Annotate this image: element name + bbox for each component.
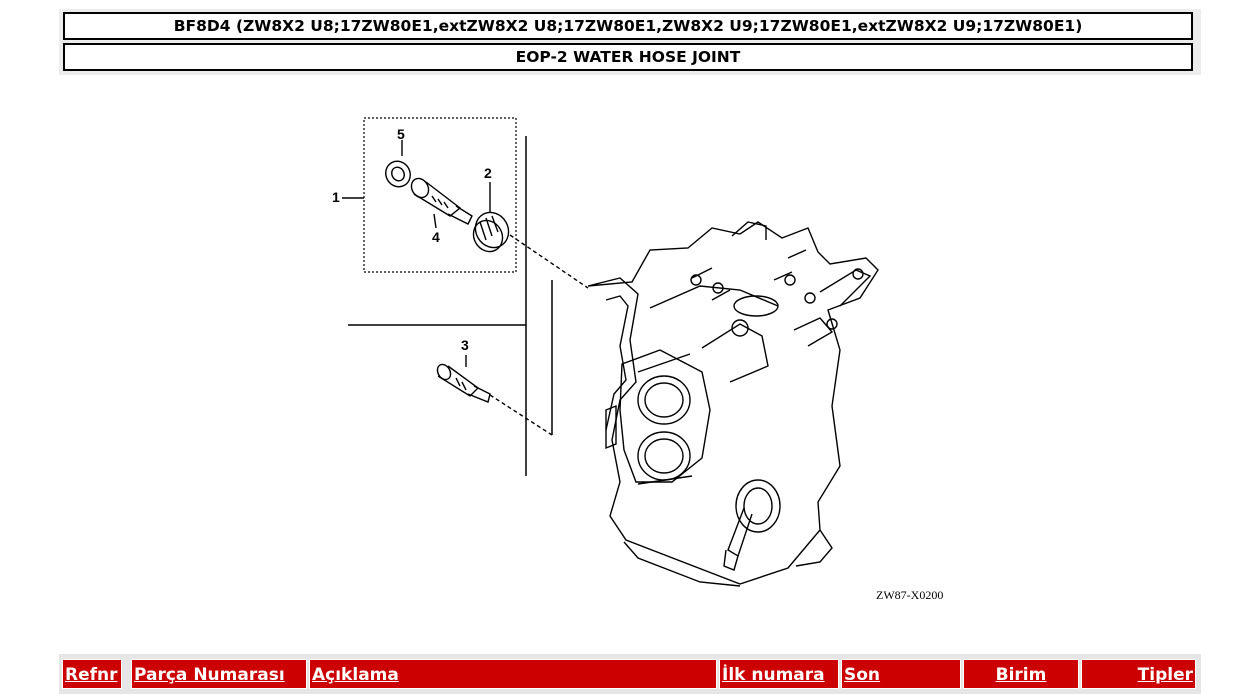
cylinder-block-drawing (587, 221, 879, 587)
inset-box (363, 117, 517, 273)
section-title: EOP-2 WATER HOSE JOINT (63, 43, 1193, 71)
callout-label: 3 (461, 337, 469, 353)
callout-label: 1 (332, 189, 340, 205)
column-header-types[interactable]: Tipler (1081, 659, 1196, 689)
joint-nut-part (472, 211, 510, 253)
parts-diagram: 1 2 3 4 5 ZW87-X0200 (320, 110, 980, 610)
parts-table-header: Refnr Parça Numarası Açıklama İlk numara… (59, 654, 1201, 694)
callout-label: 4 (432, 229, 440, 245)
leader-line (509, 234, 589, 289)
water-joint-part (410, 177, 473, 225)
figure-code: ZW87-X0200 (876, 588, 943, 602)
model-title: BF8D4 (ZW8X2 U8;17ZW80E1,extZW8X2 U8;17Z… (63, 12, 1193, 40)
callout-label: 2 (484, 165, 492, 181)
hose-fitting-part (436, 363, 491, 403)
column-header-first-serial[interactable]: İlk numara (719, 659, 839, 689)
exploded-view-drawing: 1 2 3 4 5 ZW87-X0200 (332, 117, 943, 602)
column-header-description[interactable]: Açıklama (309, 659, 717, 689)
column-header-refnr[interactable]: Refnr (62, 659, 122, 689)
seal-ring-part (385, 160, 411, 188)
column-header-last-serial[interactable]: Son (841, 659, 961, 689)
column-header-part-number[interactable]: Parça Numarası (131, 659, 307, 689)
page-header: BF8D4 (ZW8X2 U8;17ZW80E1,extZW8X2 U8;17Z… (59, 9, 1201, 75)
leader-line (489, 394, 553, 436)
callout-label: 5 (397, 126, 405, 142)
leader-line (433, 213, 437, 229)
column-header-unit[interactable]: Birim (963, 659, 1079, 689)
